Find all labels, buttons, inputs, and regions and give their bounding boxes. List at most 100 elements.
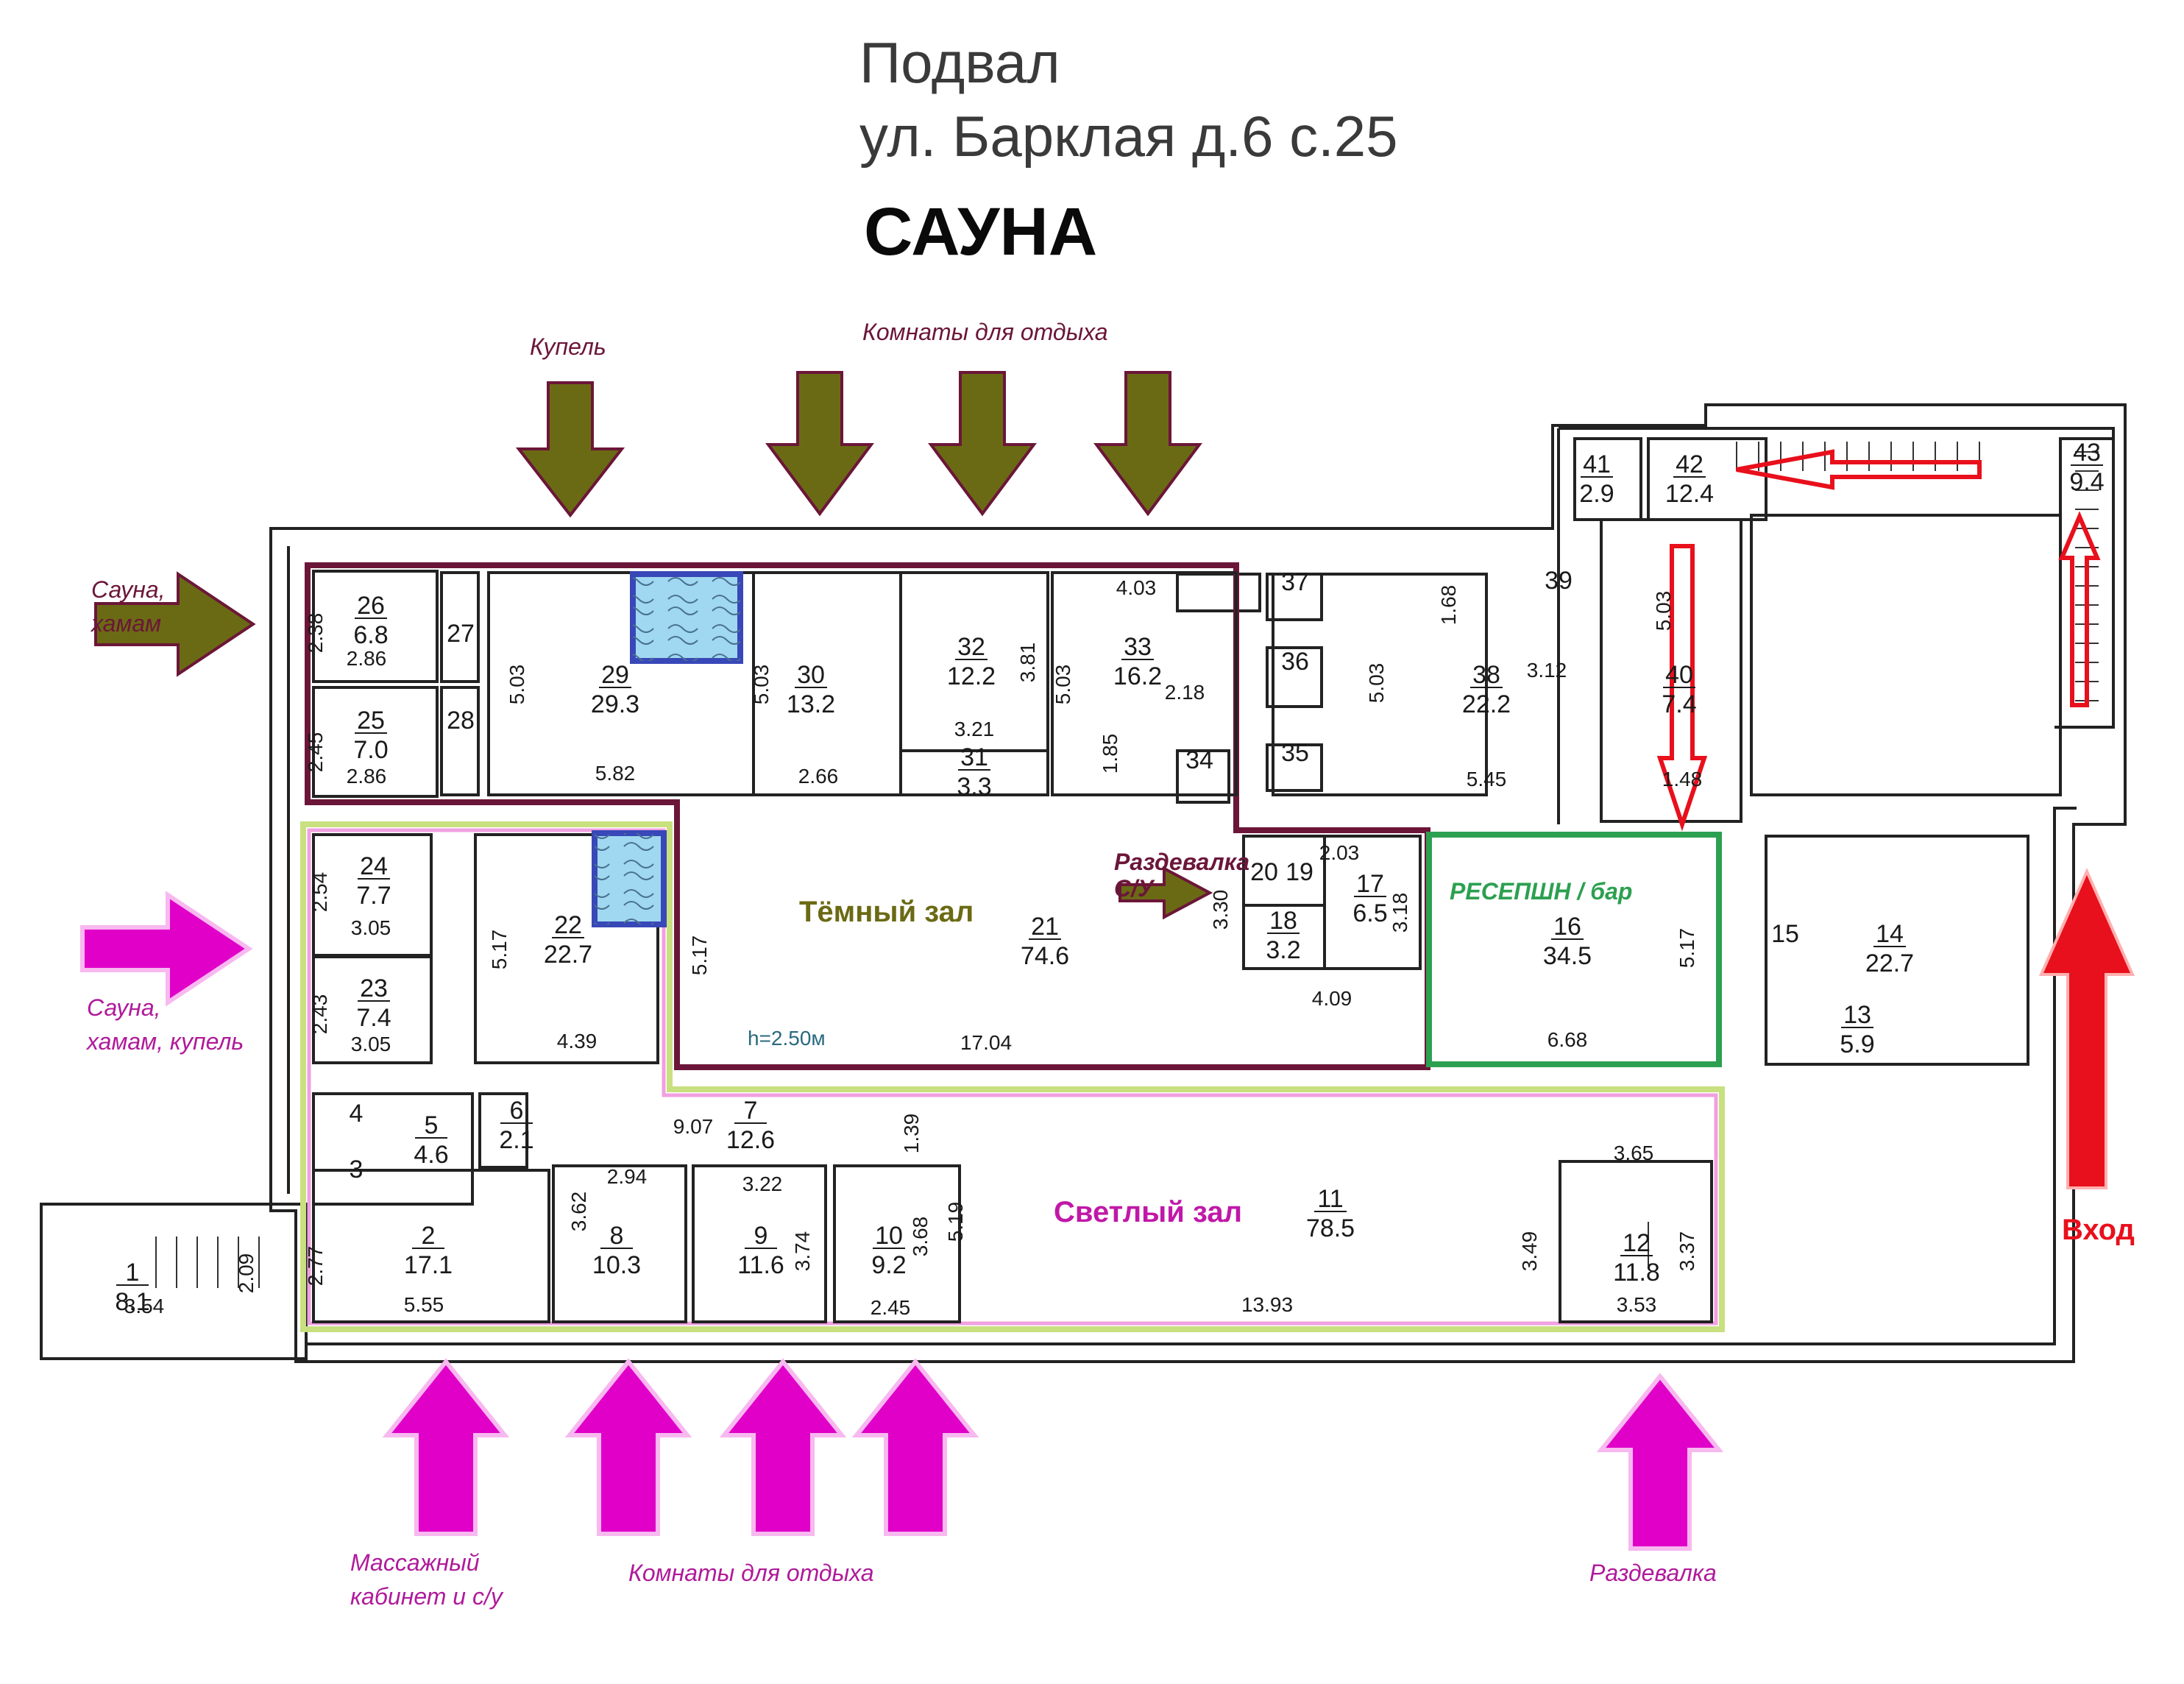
- room-40-outline: [1600, 518, 1742, 823]
- arrow-up-locker: [1596, 1373, 1724, 1551]
- room-36: 36: [1281, 648, 1309, 676]
- arrow-down-rest-3: [1093, 371, 1202, 517]
- dimension-label: 17.04: [960, 1031, 1012, 1054]
- room-number: 31: [960, 743, 988, 771]
- room-number: 30: [797, 661, 825, 689]
- room-35-outline: [1266, 743, 1323, 792]
- dimension-label: 2.18: [1165, 681, 1205, 704]
- header-address: ул. Барклая д.6 с.25: [859, 104, 1398, 169]
- room-number: 26: [357, 592, 385, 620]
- arrow-right-sauna-bottom: [80, 891, 253, 1007]
- room-3: 3: [350, 1156, 364, 1184]
- room-number: 13: [1843, 1001, 1871, 1029]
- dimension-label: 2.86: [347, 765, 387, 788]
- dimension-label: 5.19: [944, 1202, 967, 1242]
- dimension-label: 5.17: [1676, 928, 1698, 969]
- room-area: 6.5: [1352, 899, 1387, 927]
- room-37-outline: [1266, 573, 1323, 621]
- room-17-outline: [1323, 835, 1422, 970]
- dimension-label: 3.05: [351, 916, 391, 939]
- dimension-label: 5.03: [1052, 665, 1074, 705]
- arrow-down-kupel: [515, 381, 625, 518]
- header-level: Подвал: [859, 30, 1060, 95]
- room-20: 20: [1250, 858, 1278, 886]
- room-28-outline: [440, 686, 480, 796]
- room-18: 183.2: [1266, 907, 1300, 964]
- room-10-outline: [833, 1164, 961, 1323]
- room-number: 3: [350, 1156, 364, 1184]
- room-area: 11.6: [737, 1251, 784, 1279]
- room-38-outline: [1272, 573, 1488, 796]
- room-number: 38: [1472, 661, 1500, 689]
- room-28: 28: [447, 707, 475, 735]
- dimension-label: 2.54: [308, 872, 331, 913]
- room-area: 12.6: [726, 1126, 775, 1154]
- room-1-outline: [40, 1203, 308, 1360]
- dimension-label: 3.49: [1518, 1231, 1541, 1272]
- pool-29-waves: [633, 574, 740, 661]
- room-area: 16.2: [1113, 662, 1162, 690]
- room-area: 12.4: [1665, 480, 1714, 508]
- dimension-label: 5.03: [506, 665, 528, 705]
- room-number: 40: [1665, 661, 1693, 689]
- dimension-label: 2.43: [308, 994, 331, 1035]
- room-number: 42: [1676, 450, 1703, 478]
- dimension-label: 3.54: [124, 1295, 165, 1317]
- label-rest-rooms-bottom: Комнаты для отдыха: [628, 1560, 874, 1586]
- arrow-up-massage: [382, 1358, 510, 1536]
- room-15: 15: [1771, 920, 1799, 948]
- room-number: 10: [875, 1222, 903, 1250]
- arrow-stair-down: [1656, 544, 1708, 832]
- ceiling-height: h=2.50м: [748, 1027, 826, 1050]
- dimension-label: 13.93: [1241, 1293, 1293, 1316]
- reception-title: РЕСЕПШН / бар: [1450, 878, 1632, 905]
- room-40: 407.4: [1662, 661, 1696, 718]
- dimension-label: 4.03: [1116, 576, 1157, 599]
- room-8-outline: [552, 1164, 687, 1323]
- light-zone-walls: [312, 833, 1713, 1323]
- room-area: 3.2: [1266, 936, 1300, 964]
- room-area: 34.5: [1543, 942, 1592, 970]
- stair-43-outline: [2059, 437, 2115, 729]
- room-number: 21: [1031, 913, 1059, 941]
- pool-22-waves: [595, 833, 664, 924]
- dimension-label: 3.53: [1617, 1293, 1657, 1316]
- arrow-up-rest-1: [564, 1358, 692, 1536]
- arrow-up-entrance: [2038, 868, 2135, 1189]
- room-26-outline: [312, 570, 439, 683]
- dimension-label: 3.22: [742, 1172, 783, 1195]
- dimension-label: 3.05: [351, 1033, 391, 1055]
- room-19: 19: [1286, 858, 1313, 886]
- room-number: 6: [510, 1097, 524, 1125]
- arrow-down-rest-2: [928, 371, 1037, 517]
- dimension-label: 2.86: [347, 647, 387, 670]
- room-number: 25: [357, 707, 385, 735]
- room-6-outline: [478, 1092, 528, 1169]
- label-entrance: Вход: [2062, 1214, 2135, 1246]
- room-5: 54.6: [414, 1111, 448, 1169]
- room-31-outline: [899, 749, 1049, 796]
- room-area: 74.6: [1021, 942, 1069, 970]
- dimension-label: 5.17: [688, 935, 711, 976]
- arrow-down-rest-1: [765, 371, 874, 517]
- room-area: 9.4: [2069, 468, 2104, 496]
- dimension-label: 5.45: [1467, 768, 1507, 790]
- dimension-label: 3.18: [1389, 893, 1411, 933]
- room-number: 27: [447, 620, 475, 648]
- room-area: 78.5: [1306, 1214, 1355, 1242]
- room-13: 135.9: [1840, 1001, 1874, 1058]
- room-area: 12.2: [947, 662, 996, 690]
- dimension-label: 3.12: [1527, 659, 1567, 682]
- room-number: 22: [554, 911, 582, 939]
- room-area: 7.4: [1662, 690, 1696, 718]
- dark-zone-walls: [312, 570, 1422, 970]
- dimension-labels: 2.382.862.452.865.035.825.032.663.813.21…: [124, 576, 1703, 1319]
